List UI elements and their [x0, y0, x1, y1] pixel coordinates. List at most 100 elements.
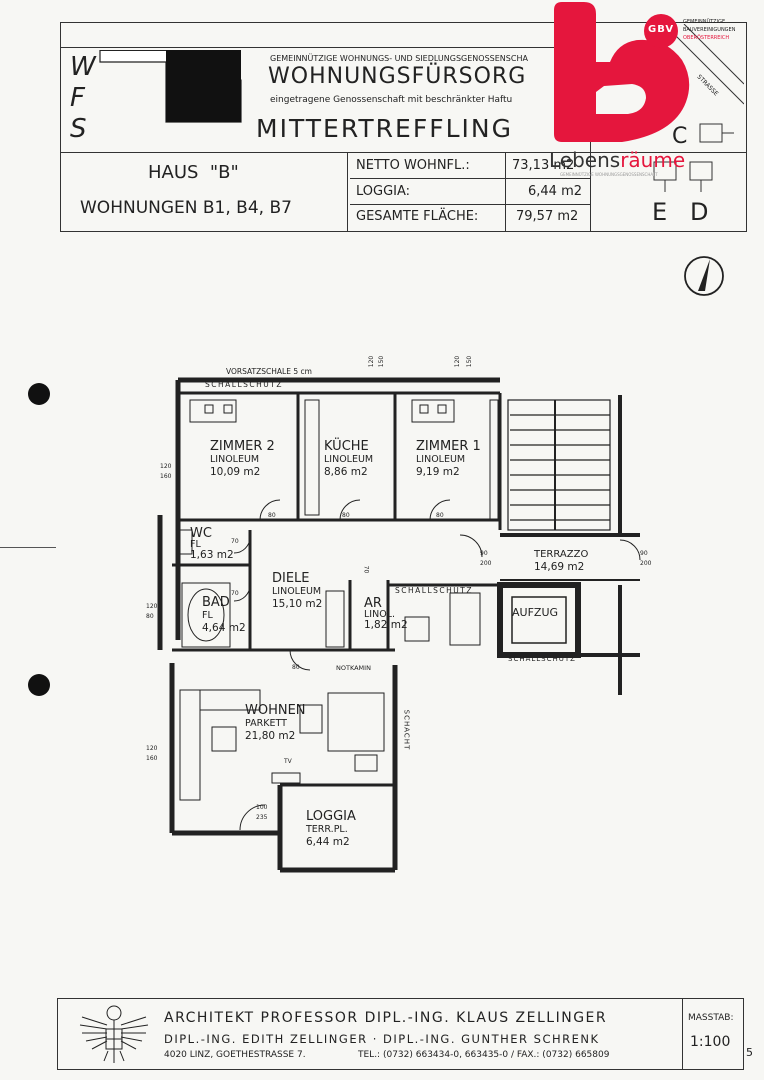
room-kueche-area: 8,86 m2 [324, 466, 368, 478]
room-loggia-area: 6,44 m2 [306, 836, 350, 848]
dim-left1-a: 120 [160, 463, 172, 470]
room-zimmer-1: ZIMMER 1 LINOLEUM 9,19 m2 [416, 440, 481, 479]
room-wc-area: 1,63 m2 [190, 549, 234, 561]
room-zimmer-1-name: ZIMMER 1 [416, 439, 481, 454]
scale-value: 1:100 [690, 1034, 731, 1050]
gbv-badge [644, 14, 678, 48]
dim-top-d: 150 [466, 355, 474, 368]
gbv-badge-letters: GBV [648, 24, 675, 35]
stat-label-net: NETTO WOHNFL.: [356, 158, 470, 173]
room-wohnen-area: 21,80 m2 [245, 730, 296, 742]
title-divider-2 [60, 47, 590, 48]
dim-door-zimmer-1: 80 [436, 512, 444, 519]
brand-wordmark: Lebensräume [549, 148, 685, 172]
room-kueche-name: KÜCHE [324, 439, 369, 454]
wfs-letter-w: W [70, 52, 96, 82]
footer-partners: DIPL.-ING. EDITH ZELLINGER · DIPL.-ING. … [164, 1032, 600, 1046]
room-aufzug: AUFZUG [512, 606, 558, 619]
room-wc-material: FL [190, 539, 201, 550]
room-kueche-material: LINOLEUM [324, 454, 374, 465]
note-schallschutz-top: SCHALLSCHUTZ [205, 380, 283, 389]
title-divider-1 [60, 152, 747, 153]
austrian-eagle-icon [76, 1003, 152, 1065]
dim-top-a: 120 [368, 355, 376, 368]
room-wc-name: WC [190, 526, 212, 541]
note-vorsatzschale: VORSATZSCHALE 5 cm [226, 367, 312, 376]
dim-left3-a: 120 [146, 745, 158, 752]
room-zimmer-2-area: 10,09 m2 [210, 466, 261, 478]
page-number: 5 [746, 1046, 753, 1059]
room-ar: AR LINOL. 1,82 m2 [364, 596, 408, 631]
gbv-badge-line1: GEMEINNÜTZIGE [683, 19, 726, 25]
room-zimmer-2: ZIMMER 2 LINOLEUM 10,09 m2 [210, 440, 275, 479]
room-bad-name: BAD [202, 595, 230, 610]
note-schallschutz-lift: SCHALLSCHUTZ [508, 655, 576, 663]
note-schacht: SCHACHT [402, 709, 411, 751]
note-notkamin: NOTKAMIN [336, 664, 371, 672]
room-diele-material: LINOLEUM [272, 586, 322, 597]
dim-door-wohnen: 80 [292, 664, 300, 671]
punch-hole-top [28, 383, 50, 405]
room-bad-area: 4,64 m2 [202, 622, 246, 634]
punch-hole-bottom [28, 674, 50, 696]
dim-door-zimmer-2: 80 [268, 512, 276, 519]
dim-top-c: 120 [454, 355, 462, 368]
cooperative-line: GEMEINNÜTZIGE WOHNUNGS- UND SIEDLUNGSGEN… [270, 54, 528, 63]
room-loggia-name: LOGGIA [306, 809, 356, 824]
dim-left3-b: 160 [146, 755, 158, 762]
room-zimmer-1-area: 9,19 m2 [416, 466, 460, 478]
keyplan-letter-d: D [690, 198, 709, 226]
stat-value-loggia: 6,44 m2 [528, 184, 583, 199]
floor-plan [150, 355, 650, 875]
dim-left2-b: 80 [146, 613, 154, 620]
dim-door-bad: 70 [231, 590, 239, 597]
wfs-logo [66, 49, 246, 148]
stats-table: NETTO WOHNFL.: 73,13 m2 LOGGIA: 6,44 m2 … [350, 152, 590, 232]
room-ar-name: AR [364, 596, 382, 611]
room-terrazzo-name: TERRAZZO [534, 549, 589, 560]
registered-line: eingetragene Genossenschaft mit beschrän… [270, 95, 513, 105]
dim-door-loggia-width: 100 [256, 804, 268, 811]
room-ar-area: 1,82 m2 [364, 619, 408, 631]
gbv-badge-line3: OBERÖSTERREICH [683, 35, 730, 41]
room-wc: WC FL 1,63 m2 [190, 526, 234, 561]
room-kueche: KÜCHE LINOLEUM 8,86 m2 [324, 440, 373, 479]
note-tv: TV [284, 758, 292, 765]
note-schallschutz-mid: SCHALLSCHUTZ [395, 586, 473, 595]
gbv-badge-line2: BAUVEREINIGUNGEN [683, 27, 736, 33]
room-terrazzo-area: 14,69 m2 [534, 561, 585, 573]
dim-door-entrance: 90 [640, 550, 648, 557]
project-name: MITTERTREFFLING [256, 114, 513, 143]
stat-label-total: GESAMTE FLÄCHE: [356, 209, 479, 224]
room-diele-name: DIELE [272, 571, 310, 586]
room-ar-material: LINOL. [364, 609, 395, 620]
room-loggia: LOGGIA TERR.PL. 6,44 m2 [306, 810, 356, 849]
house-label: HAUS "B" [148, 162, 239, 183]
footer-block [57, 998, 744, 1070]
footer-architect: ARCHITEKT PROFESSOR DIPL.-ING. KLAUS ZEL… [164, 1010, 608, 1026]
stats-row-line-2 [350, 204, 590, 205]
dim-top-b: 150 [378, 355, 386, 368]
key-plan [594, 23, 745, 230]
north-arrow-icon [683, 255, 725, 297]
keyplan-letter-e: E [652, 198, 668, 226]
keyplan-letter-c: C [672, 124, 688, 149]
room-diele-area: 15,10 m2 [272, 598, 323, 610]
room-zimmer-2-name: ZIMMER 2 [210, 439, 275, 454]
stats-row-line-1 [350, 178, 590, 179]
dim-door-entrance-height: 200 [640, 560, 652, 567]
dim-door-ar: 70 [362, 565, 370, 574]
fold-line [0, 547, 56, 548]
brand-tagline: GEMEINNÜTZIGE WOHNUNGSGENOSSENSCHAFT [560, 172, 658, 177]
room-zimmer-1-material: LINOLEUM [416, 454, 466, 465]
room-aufzug-name: AUFZUG [512, 606, 559, 619]
room-zimmer-2-material: LINOLEUM [210, 454, 260, 465]
footer-contact: TEL.: (0732) 663434-0, 663435-0 / FAX.: … [358, 1050, 610, 1060]
dim-door-wc: 70 [231, 538, 239, 545]
brand-wordmark-b: räume [620, 148, 686, 172]
brand-wordmark-a: Lebens [549, 148, 621, 172]
footer-address: 4020 LINZ, GOETHESTRASSE 7. [164, 1050, 306, 1060]
stat-value-total: 79,57 m2 [516, 209, 579, 224]
room-wohnen-name: WOHNEN [245, 703, 306, 718]
dim-door-diele-height: 200 [480, 560, 492, 567]
